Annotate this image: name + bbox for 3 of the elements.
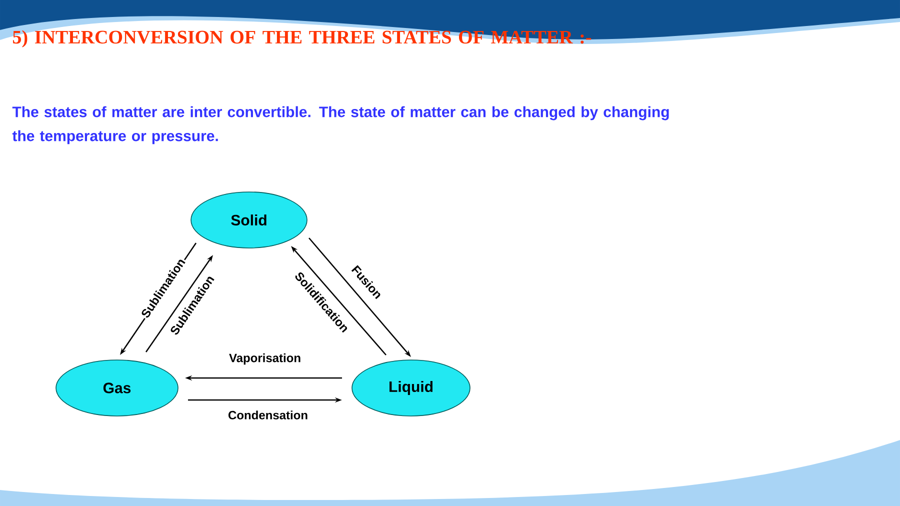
description-text: The states of matter are inter convertible. The state of matter can be changed by changing the temperature or pressure.: [12, 106, 669, 144]
edge-label: Vaporisation: [228, 352, 302, 366]
edge-label: Condensation: [227, 410, 309, 420]
